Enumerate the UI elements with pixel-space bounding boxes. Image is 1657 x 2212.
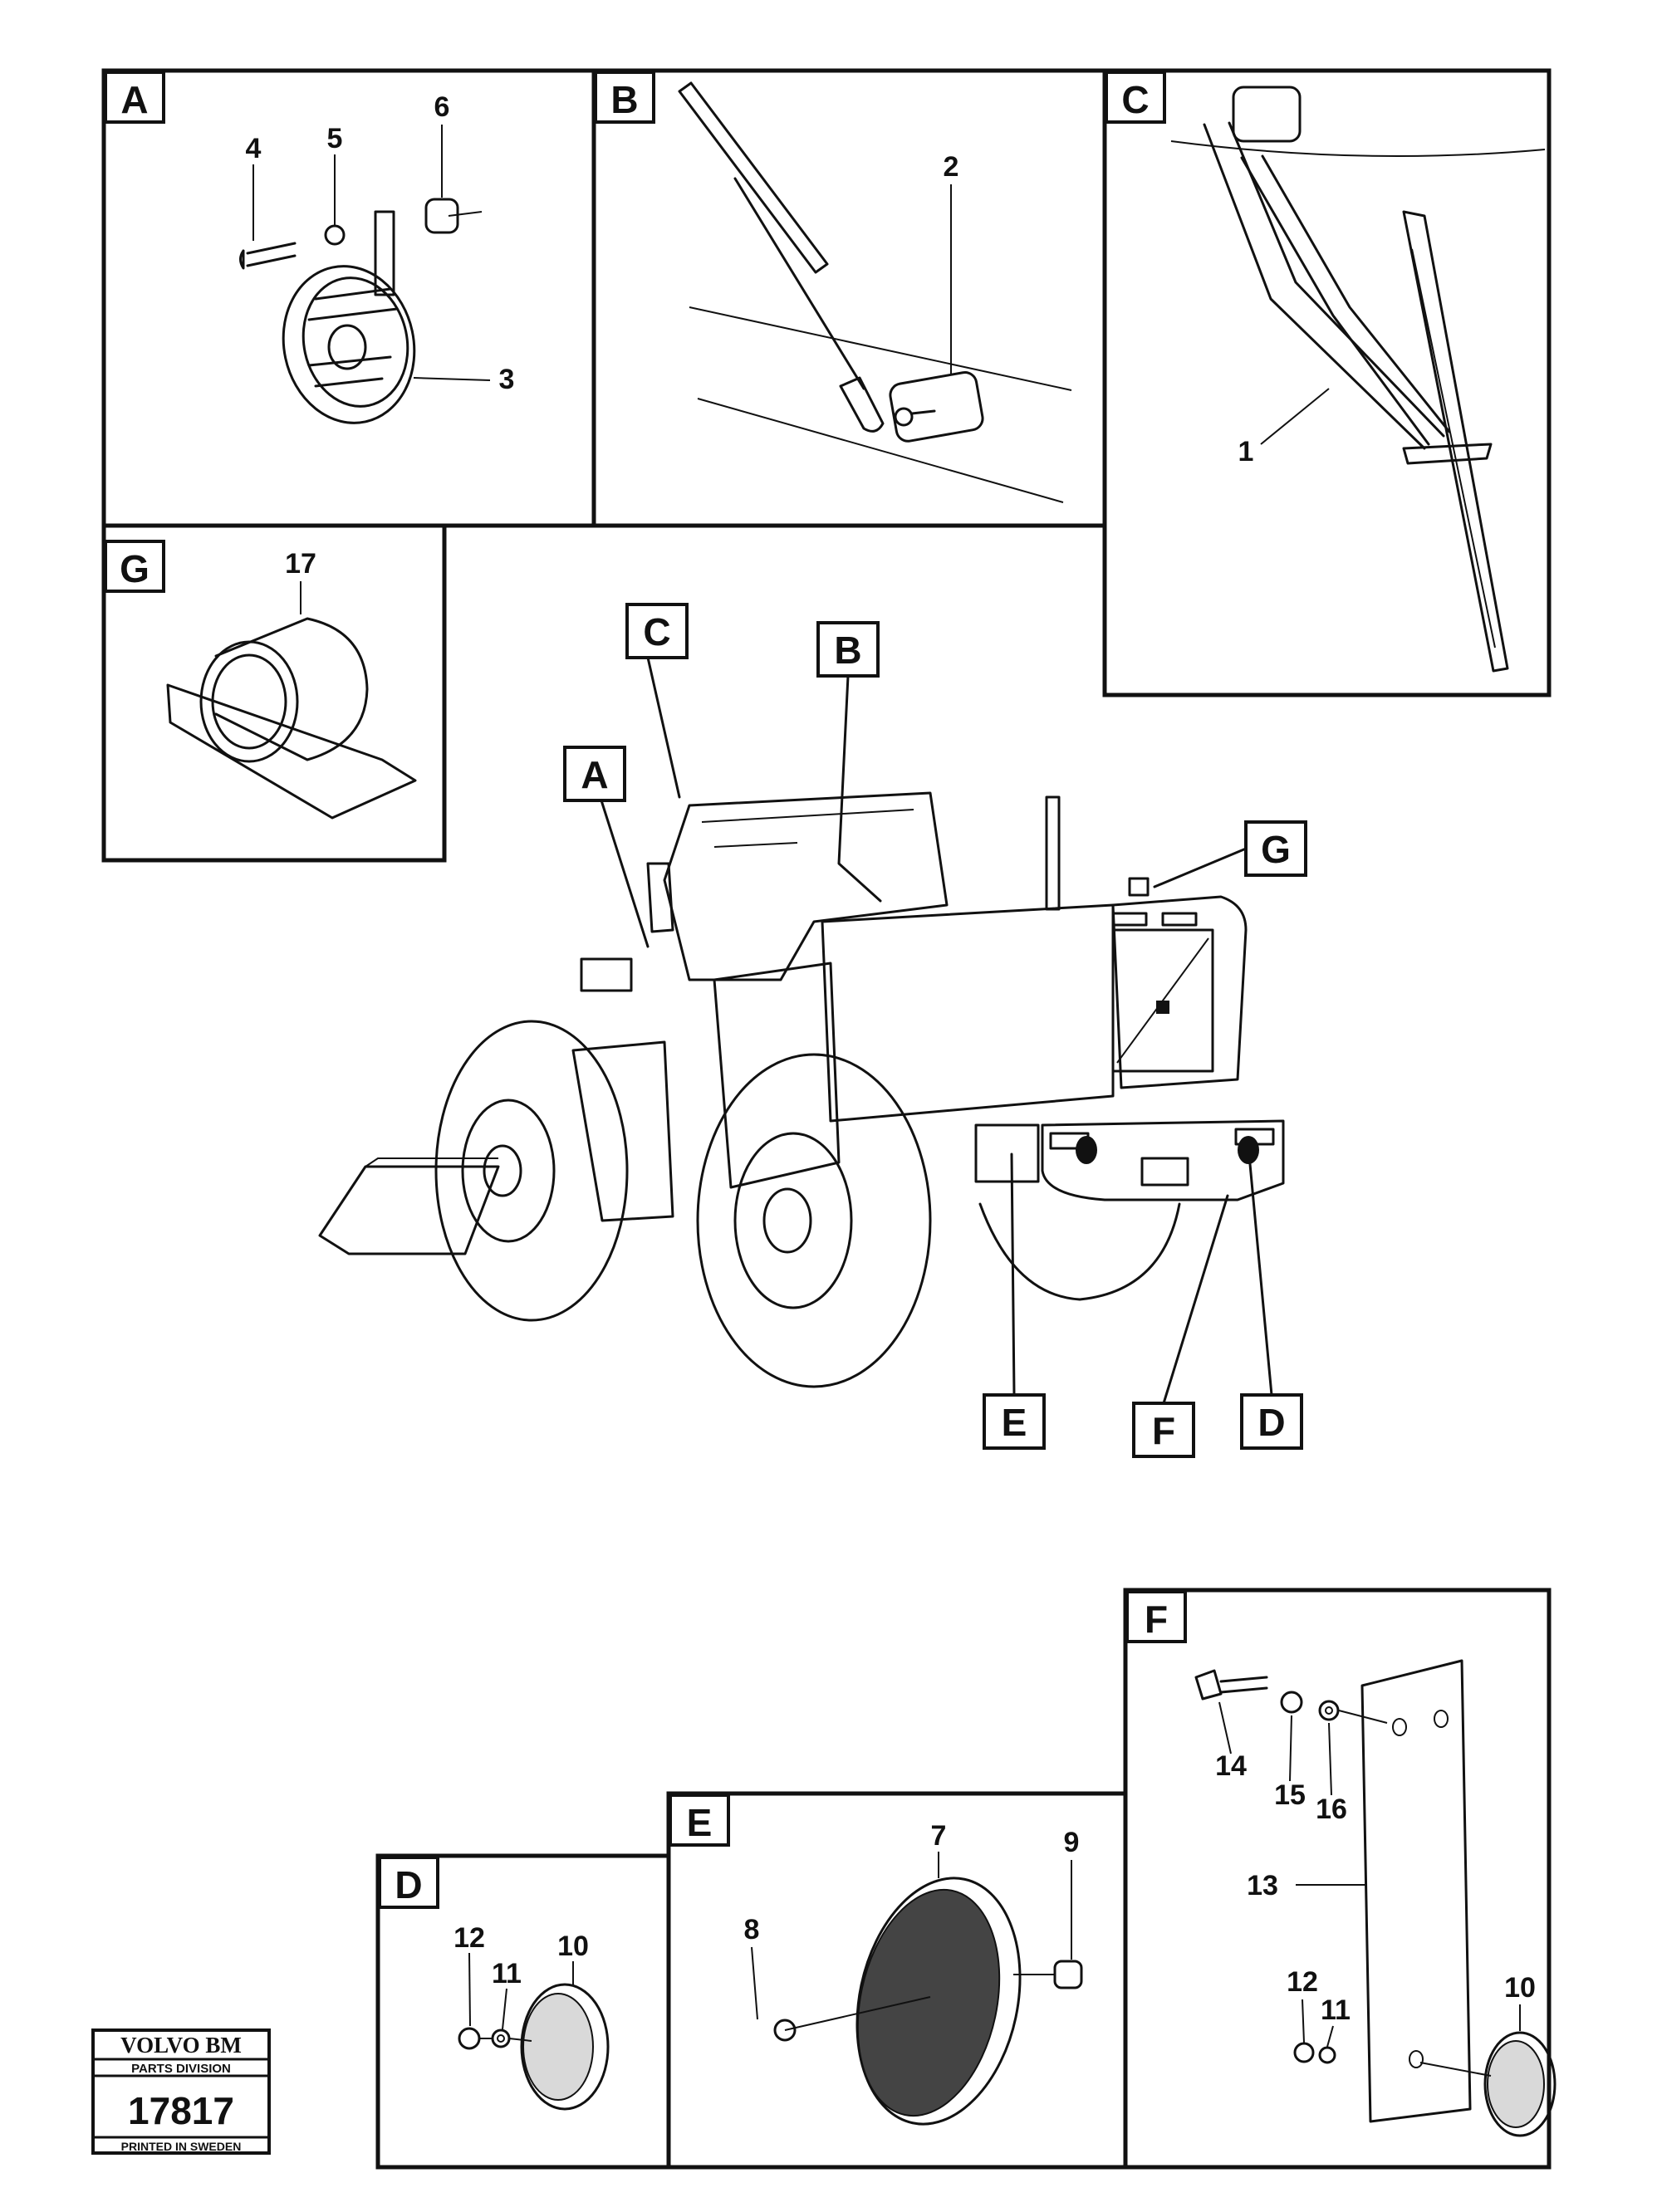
part-number-3: 3 bbox=[499, 364, 515, 395]
part-number-14: 14 bbox=[1215, 1750, 1247, 1782]
logo-footer: PRINTED IN SWEDEN bbox=[121, 2140, 242, 2153]
panel-c: C 1 bbox=[1102, 68, 1552, 697]
part-number-1: 1 bbox=[1238, 436, 1254, 467]
svg-text:G: G bbox=[1261, 828, 1291, 871]
panel-e: E 8 7 9 bbox=[666, 1791, 1128, 2170]
callout-d: D bbox=[1240, 1162, 1303, 1450]
beacon-drawing bbox=[166, 617, 417, 820]
part-number-11: 11 bbox=[1321, 1994, 1351, 2026]
callout-b: B bbox=[816, 621, 882, 903]
part-number-11: 11 bbox=[492, 1958, 522, 1989]
part-number-17: 17 bbox=[285, 548, 316, 580]
wheel-loader-drawing bbox=[318, 791, 1285, 1388]
panel-d: D 12 11 10 bbox=[375, 1853, 671, 2170]
svg-text:C: C bbox=[643, 610, 670, 653]
part-number-8: 8 bbox=[744, 1914, 760, 1945]
panel-a-parts: 4 5 6 3 bbox=[246, 91, 515, 395]
part-number-15: 15 bbox=[1274, 1779, 1306, 1811]
svg-text:F: F bbox=[1152, 1409, 1175, 1452]
callout-c: C bbox=[625, 603, 689, 799]
svg-text:D: D bbox=[1257, 1401, 1285, 1444]
logo-division: PARTS DIVISION bbox=[131, 2062, 231, 2076]
callout-g: G bbox=[1153, 820, 1307, 888]
part-number-10: 10 bbox=[1504, 1972, 1536, 2004]
part-number-13: 13 bbox=[1247, 1870, 1278, 1901]
panel-f-label: F bbox=[1145, 1598, 1168, 1641]
wiper-arm-drawing bbox=[1170, 86, 1546, 673]
large-reflector-drawing bbox=[773, 1877, 1083, 2126]
part-number-5: 5 bbox=[327, 123, 343, 154]
part-number-9: 9 bbox=[1064, 1827, 1080, 1858]
part-number-2: 2 bbox=[944, 151, 959, 183]
panel-b: B 2 bbox=[591, 68, 1107, 528]
panel-b-label: B bbox=[610, 78, 638, 121]
panel-f: F 14 15 16 13 12 11 10 bbox=[1123, 1588, 1557, 2170]
panel-g-label: G bbox=[120, 547, 150, 590]
callout-e: E bbox=[983, 1152, 1046, 1450]
logo-number: 17817 bbox=[128, 2089, 234, 2132]
part-number-12: 12 bbox=[1287, 1966, 1318, 1998]
logo-brand: VOLVO BM bbox=[120, 2033, 242, 2058]
panel-c-label: C bbox=[1121, 78, 1149, 121]
part-number-16: 16 bbox=[1316, 1794, 1347, 1825]
horn-drawing bbox=[239, 198, 483, 424]
callout-f: F bbox=[1132, 1194, 1229, 1458]
svg-text:B: B bbox=[834, 629, 861, 672]
svg-text:A: A bbox=[581, 753, 608, 796]
panel-a-label: A bbox=[120, 78, 148, 121]
panel-d-label: D bbox=[395, 1863, 422, 1906]
part-number-10: 10 bbox=[557, 1931, 589, 1962]
callout-a: A bbox=[563, 746, 650, 948]
wiper-motor-drawing bbox=[678, 81, 1072, 503]
panel-g: G 17 bbox=[101, 523, 447, 863]
part-number-7: 7 bbox=[931, 1820, 947, 1852]
reflector-plate-drawing bbox=[1194, 1659, 1557, 2137]
reflector-drawing bbox=[458, 1983, 610, 2111]
volvo-bm-logo-stamp: VOLVO BM PARTS DIVISION 17817 PRINTED IN… bbox=[91, 2028, 271, 2155]
panel-e-label: E bbox=[687, 1801, 713, 1844]
part-number-6: 6 bbox=[434, 91, 450, 123]
svg-text:E: E bbox=[1002, 1401, 1027, 1444]
part-number-12: 12 bbox=[453, 1922, 485, 1954]
panel-a: A 4 5 6 3 bbox=[101, 68, 596, 528]
part-number-4: 4 bbox=[246, 133, 262, 164]
